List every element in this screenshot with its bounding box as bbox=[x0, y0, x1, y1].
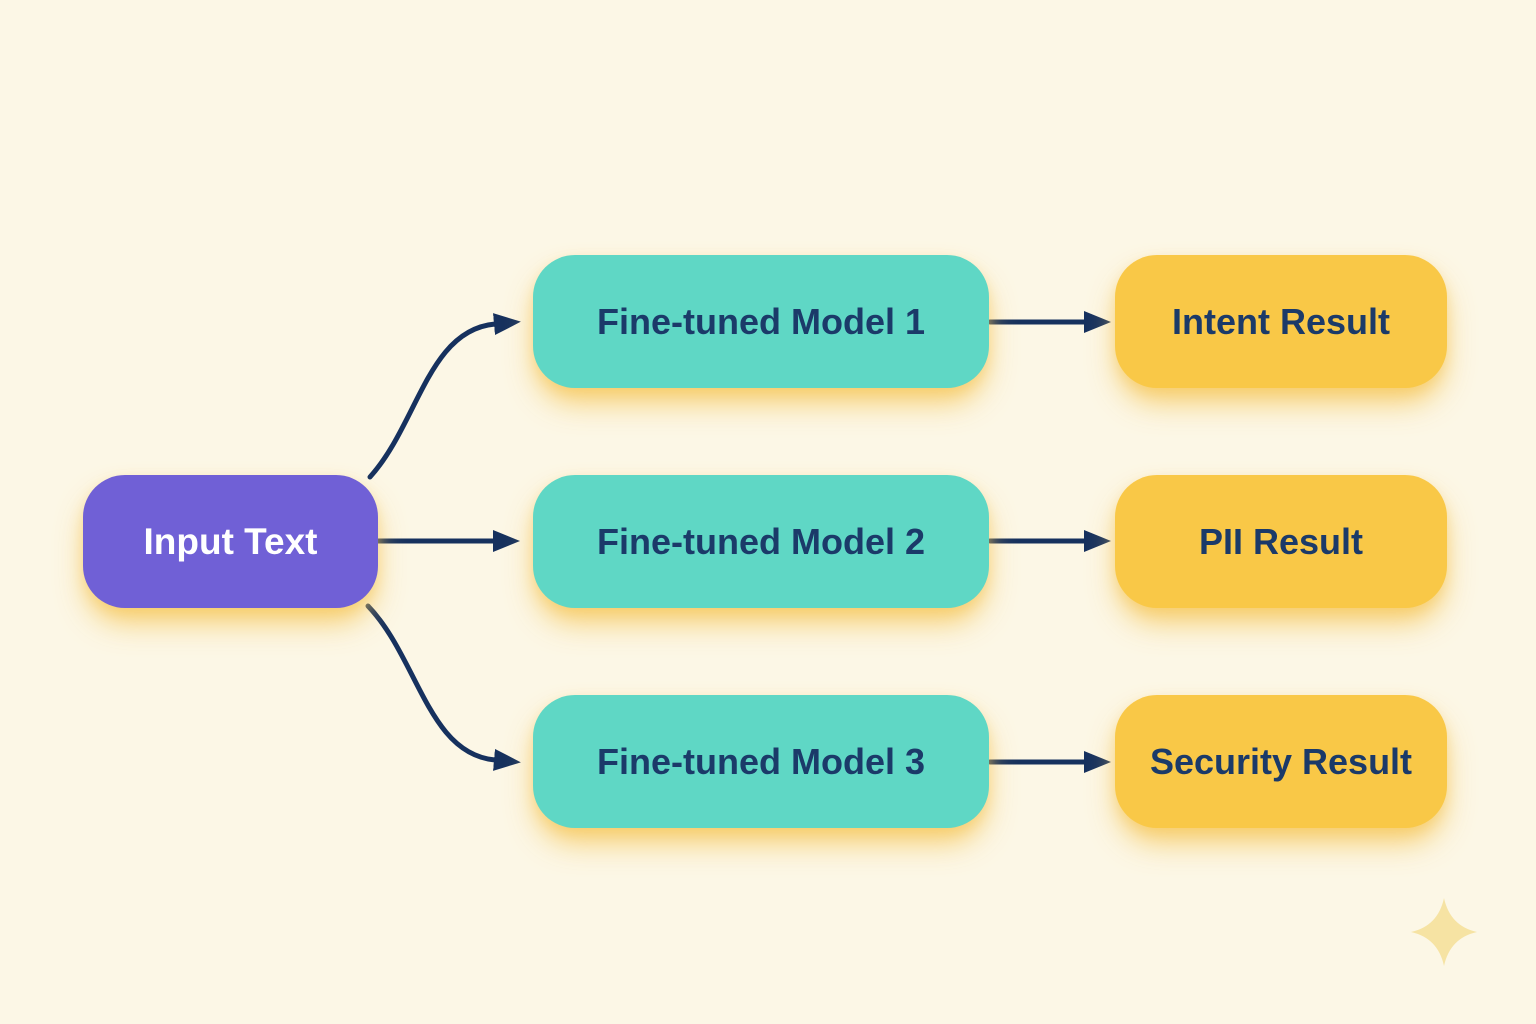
model-node-3: Fine-tuned Model 3 bbox=[533, 695, 989, 828]
result-node-security: Security Result bbox=[1115, 695, 1447, 828]
model-node-3-label: Fine-tuned Model 3 bbox=[597, 740, 925, 782]
result-node-intent-label: Intent Result bbox=[1171, 300, 1390, 342]
model-node-1: Fine-tuned Model 1 bbox=[533, 255, 989, 388]
input-text-node: Input Text bbox=[83, 475, 378, 608]
arrow-input-to-model-3 bbox=[365, 603, 521, 771]
arrow-input-to-model-1 bbox=[367, 313, 521, 480]
result-node-intent: Intent Result bbox=[1115, 255, 1447, 388]
sparkle-icon bbox=[1411, 898, 1477, 966]
result-node-pii: PII Result bbox=[1115, 475, 1447, 608]
model-node-2: Fine-tuned Model 2 bbox=[533, 475, 989, 608]
input-text-label: Input Text bbox=[143, 520, 318, 562]
model-node-2-label: Fine-tuned Model 2 bbox=[597, 520, 925, 562]
result-node-pii-label: PII Result bbox=[1198, 520, 1364, 562]
model-node-1-label: Fine-tuned Model 1 bbox=[597, 300, 925, 342]
result-node-security-label: Security Result bbox=[1149, 740, 1413, 782]
